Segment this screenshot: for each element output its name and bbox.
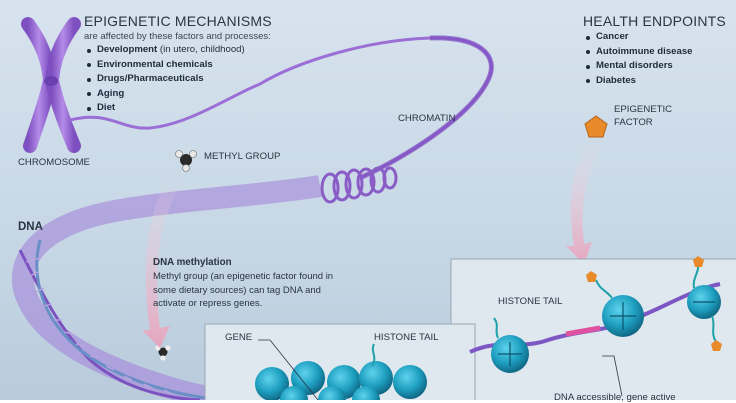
mechanisms-subtitle: are affected by these factors and proces… <box>84 31 271 42</box>
list-item: Drugs/Pharmaceuticals <box>86 72 245 87</box>
methyl-arrow <box>142 170 186 348</box>
histone-tail-label-condensed: HISTONE TAIL <box>374 332 439 343</box>
epigenetic-factor-on-tail <box>586 271 597 282</box>
list-item: Mental disorders <box>585 59 693 74</box>
list-item: Diet <box>86 101 245 116</box>
epigenetic-factor-label-line2: FACTOR <box>614 117 653 128</box>
epigenetic-factor-label-line1: EPIGENETIC <box>614 104 673 115</box>
dna-label: DNA <box>18 221 43 233</box>
epigenetic-factor-on-tail-2 <box>693 256 704 267</box>
dna-accessible-label: DNA accessible, gene active <box>554 392 676 403</box>
mechanisms-title: EPIGENETIC MECHANISMS <box>84 13 272 29</box>
mechanisms-list: Development (in utero, childhood) Enviro… <box>86 43 245 116</box>
list-item: Aging <box>86 87 245 102</box>
leader-lines <box>258 339 623 400</box>
list-item: Cancer <box>585 30 693 45</box>
nucleosome-group-accessible <box>491 285 721 373</box>
chromosome-label: CHROMOSOME <box>18 157 90 168</box>
list-item: Autoimmune disease <box>585 45 693 60</box>
methyl-group-label: METHYL GROUP <box>204 151 281 162</box>
methylation-title: DNA methylation <box>153 257 232 268</box>
dna-double-helix <box>18 239 221 400</box>
epigenetic-factor-on-tail-3 <box>711 340 722 351</box>
list-item: Environmental chemicals <box>86 58 245 73</box>
histone-tail-condensed <box>371 343 376 367</box>
chromatin-label: CHROMATIN <box>398 113 456 124</box>
coiled-chromatin <box>320 166 398 204</box>
factor-arrow <box>566 140 602 264</box>
gene-label: GENE <box>225 332 253 343</box>
histone-tail-label-accessible: HISTONE TAIL <box>498 296 563 307</box>
methyl-on-dna-molecule <box>155 345 171 361</box>
nucleosome-group-condensed <box>255 361 427 400</box>
methyl-group-molecule <box>175 150 197 172</box>
health-title: HEALTH ENDPOINTS <box>583 13 726 29</box>
health-list: Cancer Autoimmune disease Mental disorde… <box>585 30 693 88</box>
chromatin-ribbon <box>12 175 322 400</box>
methylation-body: Methyl group (an epigenetic factor found… <box>153 271 334 309</box>
epigenetic-factor-pentagon <box>584 115 608 138</box>
list-item: Development (in utero, childhood) <box>86 43 245 58</box>
list-item: Diabetes <box>585 74 693 89</box>
chromosome-shape <box>21 17 81 153</box>
accessible-gene-segment <box>565 325 601 337</box>
